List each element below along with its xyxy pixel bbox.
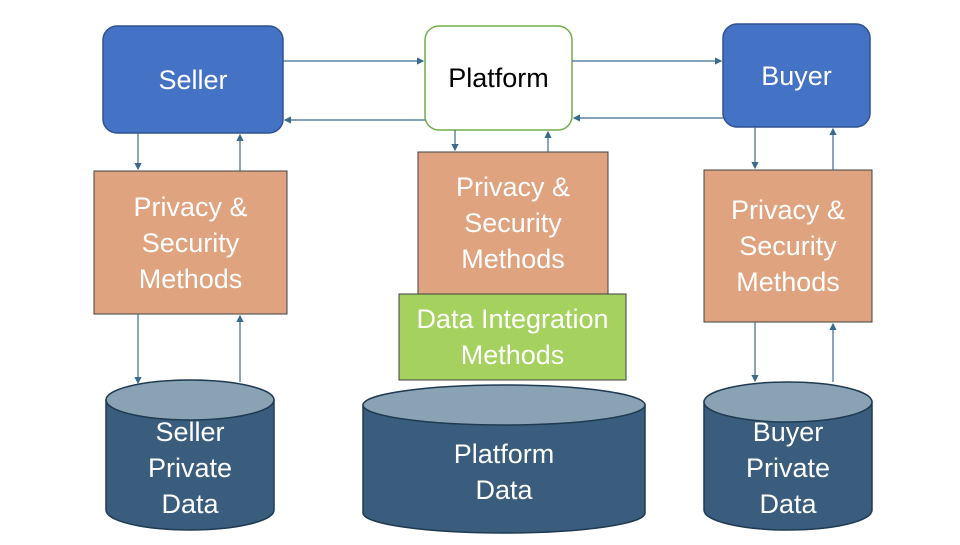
platform-data-cylinder	[362, 384, 646, 534]
seller-privacy-box	[93, 170, 288, 315]
platform-box	[424, 25, 573, 131]
buyer-privacy-box	[703, 169, 873, 323]
buyer-box	[722, 23, 871, 128]
data-integration-box	[398, 293, 627, 381]
platform-privacy-box	[417, 151, 609, 295]
seller-box	[102, 25, 284, 134]
seller-data-cylinder	[105, 379, 275, 531]
buyer-data-cylinder	[703, 381, 873, 531]
